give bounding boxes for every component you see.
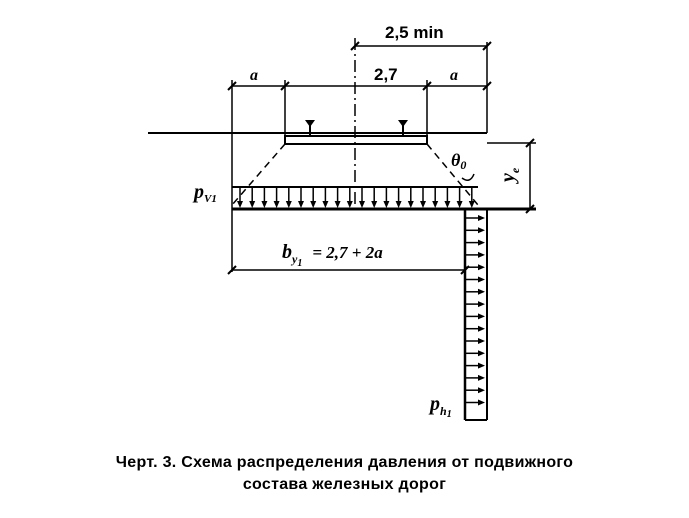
horizontal-pressure-arrow	[466, 264, 485, 271]
vertical-pressure-arrow	[359, 188, 365, 208]
vertical-pressure-arrow	[395, 188, 402, 208]
horizontal-pressure-arrow	[466, 288, 485, 295]
label-2-7: 2,7	[374, 65, 398, 84]
vertical-pressure-arrow	[334, 188, 341, 208]
horizontal-pressure-arrow	[466, 325, 485, 332]
vertical-pressure-arrow	[237, 188, 243, 208]
horizontal-pressure-arrow	[466, 301, 485, 308]
caption-line-1: Черт. 3. Схема распределения давления от…	[115, 454, 574, 471]
vertical-pressure-arrow	[310, 188, 317, 208]
label-2-5-min: 2,5 min	[385, 23, 444, 42]
dimension-2-5-min	[350, 41, 492, 133]
horizontal-pressure-arrow	[466, 276, 485, 283]
caption-line-2: состава железных дорог	[242, 476, 447, 493]
horizontal-pressure-arrow	[466, 374, 485, 381]
horizontal-pressure-arrow	[466, 350, 485, 357]
label-by1: by1= 2,7 + 2a	[282, 241, 383, 269]
figure-caption: Черт. 3. Схема распределения давления от…	[0, 452, 689, 496]
horizontal-pressure-arrow	[466, 313, 485, 320]
horizontal-pressure-arrow	[466, 387, 485, 394]
vertical-pressure-diagram	[232, 186, 536, 211]
dimension-ye	[487, 138, 536, 214]
label-theta: θ0	[451, 150, 466, 172]
vertical-pressure-arrow	[444, 188, 451, 208]
vertical-pressure-arrow	[261, 188, 268, 208]
horizontal-pressure-arrow	[466, 239, 485, 246]
vertical-pressure-arrow	[322, 188, 329, 208]
pressure-distribution-diagram: 2,5 min a 2,7 a θ0 ye pV1 by1= 2,7 + 2a …	[148, 23, 536, 421]
label-ye: ye	[497, 167, 522, 184]
sleeper-base	[284, 135, 428, 145]
vertical-pressure-arrow	[249, 188, 256, 208]
spread-line-left	[231, 143, 286, 206]
dimension-a-2-7-a	[227, 80, 492, 272]
vertical-pressure-arrow	[371, 188, 378, 208]
horizontal-pressure-arrow	[466, 251, 485, 258]
dimension-by1	[227, 265, 470, 275]
horizontal-pressure-arrow	[466, 399, 485, 406]
horizontal-pressure-arrow	[466, 362, 485, 369]
horizontal-pressure-arrow	[466, 338, 485, 344]
rail-left	[305, 120, 315, 136]
horizontal-pressure-diagram	[463, 209, 488, 421]
spread-line-right	[426, 143, 479, 206]
theta-arc	[461, 173, 475, 181]
label-ph1: ph1	[428, 393, 452, 420]
horizontal-pressure-arrow	[466, 227, 485, 234]
vertical-pressure-arrow	[407, 188, 414, 208]
vertical-pressure-arrow	[383, 188, 390, 208]
label-a-left: a	[250, 67, 258, 84]
vertical-pressure-arrow	[468, 188, 475, 208]
horizontal-pressure-arrow	[466, 215, 485, 221]
vertical-pressure-arrow	[456, 188, 463, 208]
vertical-pressure-arrow	[285, 188, 292, 208]
vertical-pressure-arrow	[420, 188, 426, 208]
vertical-pressure-arrow	[273, 188, 280, 208]
vertical-pressure-arrow	[298, 188, 304, 208]
rail-right	[398, 120, 408, 136]
vertical-pressure-arrow	[432, 188, 439, 208]
label-a-right: a	[450, 67, 458, 84]
vertical-pressure-arrow	[346, 188, 353, 208]
label-pv1: pV1	[192, 181, 217, 205]
